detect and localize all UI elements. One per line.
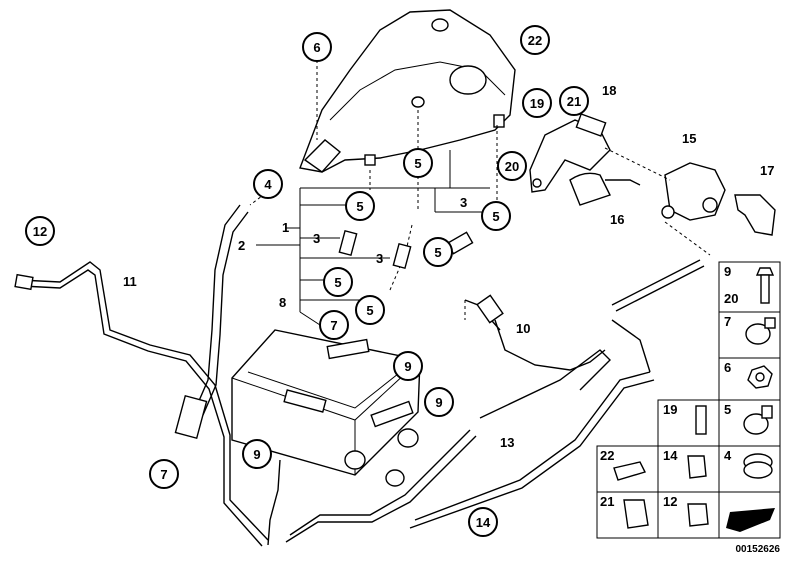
clip-icon <box>687 455 707 479</box>
label-13: 13 <box>500 435 514 450</box>
legend-5: 5 <box>724 402 731 417</box>
svg-text:5: 5 <box>356 199 363 214</box>
svg-text:19: 19 <box>530 96 544 111</box>
arrow-strip-icon <box>726 508 775 532</box>
callout-22: 22 <box>520 25 550 55</box>
svg-text:9: 9 <box>435 395 442 410</box>
bolt-icon <box>755 267 775 304</box>
svg-text:22: 22 <box>528 33 542 48</box>
ring-clamp-icon <box>743 453 773 479</box>
svg-text:7: 7 <box>330 318 337 333</box>
callout-9a: 9 <box>393 351 423 381</box>
legend-21: 21 <box>600 494 614 509</box>
pad-icon <box>613 461 646 481</box>
label-16: 16 <box>610 212 624 227</box>
label-2: 2 <box>238 238 245 253</box>
svg-text:7: 7 <box>160 467 167 482</box>
svg-text:9: 9 <box>253 447 260 462</box>
legend-20: 20 <box>724 291 738 306</box>
hose-clamp-icon <box>745 317 776 345</box>
legend-9: 9 <box>724 264 731 279</box>
legend-14: 14 <box>663 448 678 463</box>
label-17: 17 <box>760 163 774 178</box>
callout-9b: 9 <box>424 387 454 417</box>
charcoal-canister <box>231 329 421 487</box>
svg-text:21: 21 <box>567 94 581 109</box>
callout-7b: 7 <box>149 459 179 489</box>
legend-4: 4 <box>724 448 732 463</box>
valve-bracket <box>529 113 641 206</box>
svg-text:9: 9 <box>404 359 411 374</box>
callout-21: 21 <box>559 86 589 116</box>
label-11: 11 <box>123 274 137 289</box>
callout-14: 14 <box>468 507 498 537</box>
svg-text:14: 14 <box>476 515 491 530</box>
callout-19: 19 <box>522 88 552 118</box>
svg-text:5: 5 <box>414 156 421 171</box>
svg-text:6: 6 <box>313 40 320 55</box>
legend-12: 12 <box>663 494 677 509</box>
callout-5c: 5 <box>481 201 511 231</box>
nut-icon <box>747 365 773 389</box>
legend-6: 6 <box>724 360 731 375</box>
svg-text:5: 5 <box>434 245 441 260</box>
fuel-tank <box>299 9 516 173</box>
drawing-number: 00152626 <box>736 544 781 555</box>
label-1: 1 <box>282 220 289 235</box>
callout-4: 4 <box>253 169 283 199</box>
callout-5a: 5 <box>403 148 433 178</box>
valve-15 <box>604 147 776 256</box>
callout-6: 6 <box>302 32 332 62</box>
callout-7a: 7 <box>319 310 349 340</box>
callout-5b: 5 <box>345 191 375 221</box>
svg-text:5: 5 <box>366 303 373 318</box>
svg-text:4: 4 <box>264 177 272 192</box>
callout-9c: 9 <box>242 439 272 469</box>
legend-19: 19 <box>663 402 677 417</box>
clamp-icon <box>743 405 773 435</box>
svg-text:5: 5 <box>334 275 341 290</box>
label-10: 10 <box>516 321 530 336</box>
callout-12: 12 <box>25 216 55 246</box>
holder-icon <box>623 499 649 529</box>
label-15: 15 <box>682 131 696 146</box>
svg-text:20: 20 <box>505 159 519 174</box>
callout-5d: 5 <box>423 237 453 267</box>
legend-panel <box>596 261 781 539</box>
clip-holder-icon <box>687 503 709 527</box>
legend-22: 22 <box>600 448 614 463</box>
svg-text:12: 12 <box>33 224 47 239</box>
hose-kit <box>256 150 490 326</box>
svg-text:5: 5 <box>492 209 499 224</box>
grommet-icon <box>695 405 707 435</box>
legend-7: 7 <box>724 314 731 329</box>
label-3b: 3 <box>376 251 383 266</box>
callout-5f: 5 <box>355 295 385 325</box>
callout-20: 20 <box>497 151 527 181</box>
label-3c: 3 <box>460 195 467 210</box>
label-8: 8 <box>279 295 286 310</box>
label-3a: 3 <box>313 231 320 246</box>
label-18: 18 <box>602 83 616 98</box>
callout-5e: 5 <box>323 267 353 297</box>
